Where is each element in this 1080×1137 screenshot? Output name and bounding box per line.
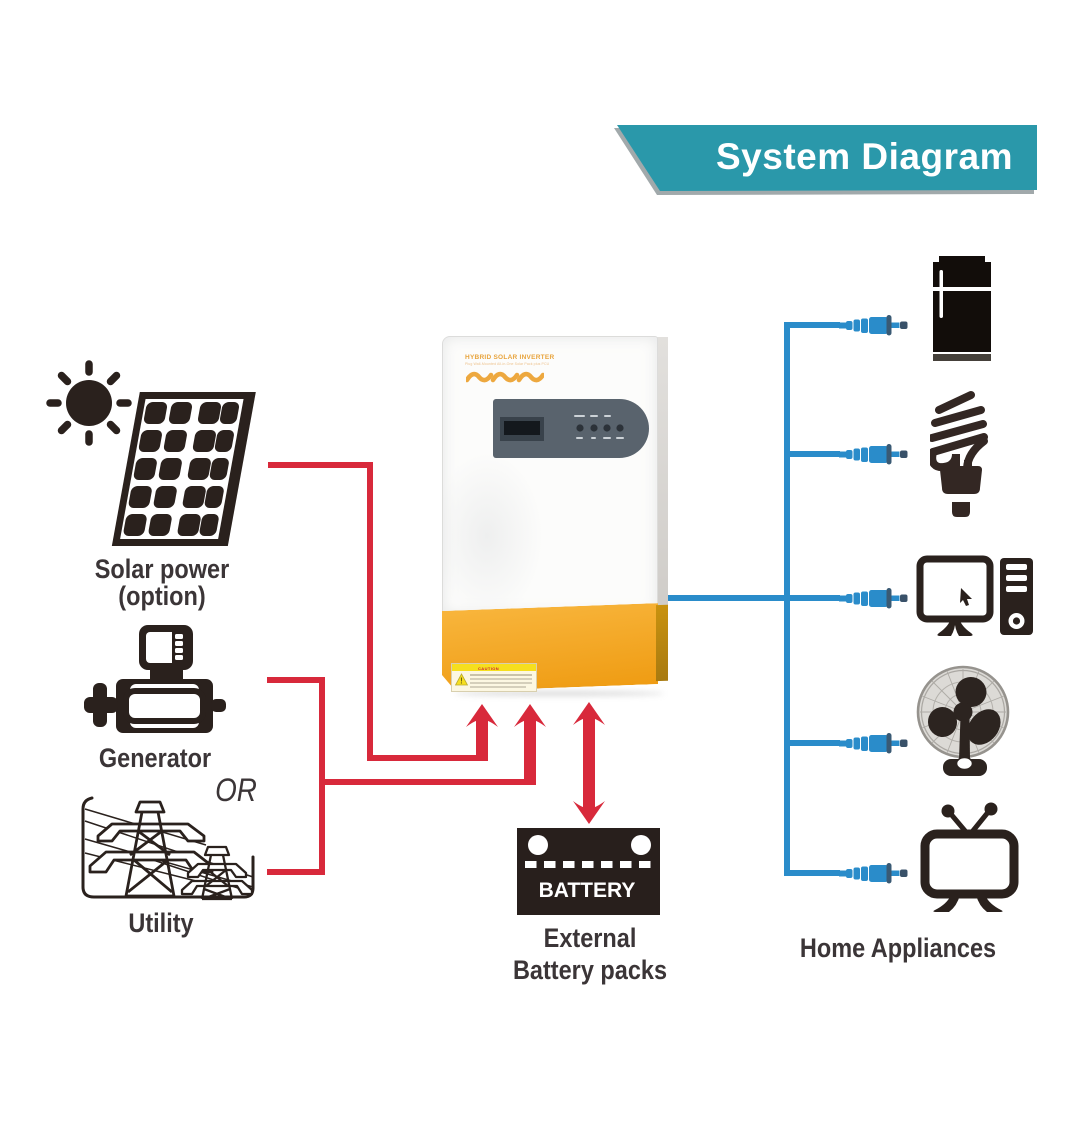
svg-text:!: ! bbox=[460, 677, 463, 686]
svg-text:BATTERY: BATTERY bbox=[539, 879, 636, 902]
